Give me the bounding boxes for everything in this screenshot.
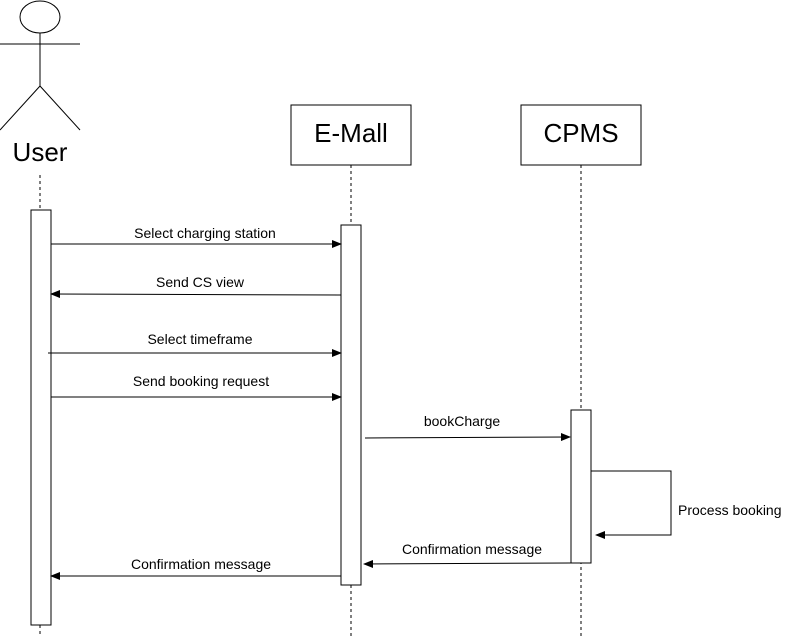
emall-activation — [340, 224, 362, 586]
message-label-confirmation-emall-to-user: Confirmation message — [131, 556, 271, 572]
message-label-bookcharge: bookCharge — [424, 413, 500, 429]
message-label-process-booking: Process booking — [678, 502, 782, 518]
message-label-select-charging-station: Select charging station — [134, 225, 276, 241]
user-label: User — [13, 137, 68, 167]
user-activation — [30, 209, 52, 626]
cpms-box — [520, 104, 642, 166]
message-arrow-process-booking — [591, 470, 672, 539]
user-actor-head — [19, 0, 61, 34]
cpms-activation — [570, 409, 592, 564]
emall-label: E-Mall — [314, 118, 388, 148]
cpms-label: CPMS — [543, 118, 618, 148]
message-label-send-cs-view: Send CS view — [156, 274, 245, 290]
message-label-send-booking-request: Send booking request — [133, 373, 269, 389]
user-actor-left-leg — [0, 85, 41, 131]
user-actor — [0, 0, 81, 131]
message-arrow-send-cs-view — [50, 290, 342, 299]
emall-box — [290, 104, 412, 166]
message-arrow-confirmation-cpms-to-emall — [363, 559, 572, 568]
message-label-confirmation-cpms-to-emall: Confirmation message — [402, 541, 542, 557]
message-label-select-timeframe: Select timeframe — [147, 331, 252, 347]
message-arrow-bookcharge — [364, 433, 571, 442]
user-actor-right-leg — [39, 85, 81, 131]
